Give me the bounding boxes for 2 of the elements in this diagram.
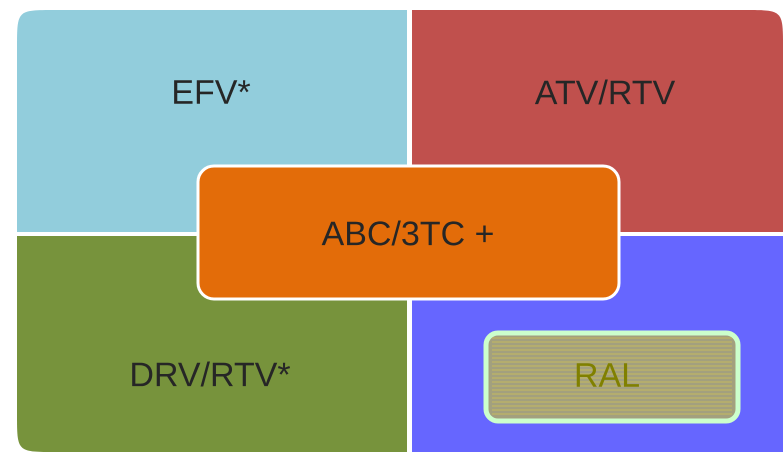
label-box: RAL xyxy=(484,330,741,424)
center-box: ABC/3TC + xyxy=(196,164,620,300)
